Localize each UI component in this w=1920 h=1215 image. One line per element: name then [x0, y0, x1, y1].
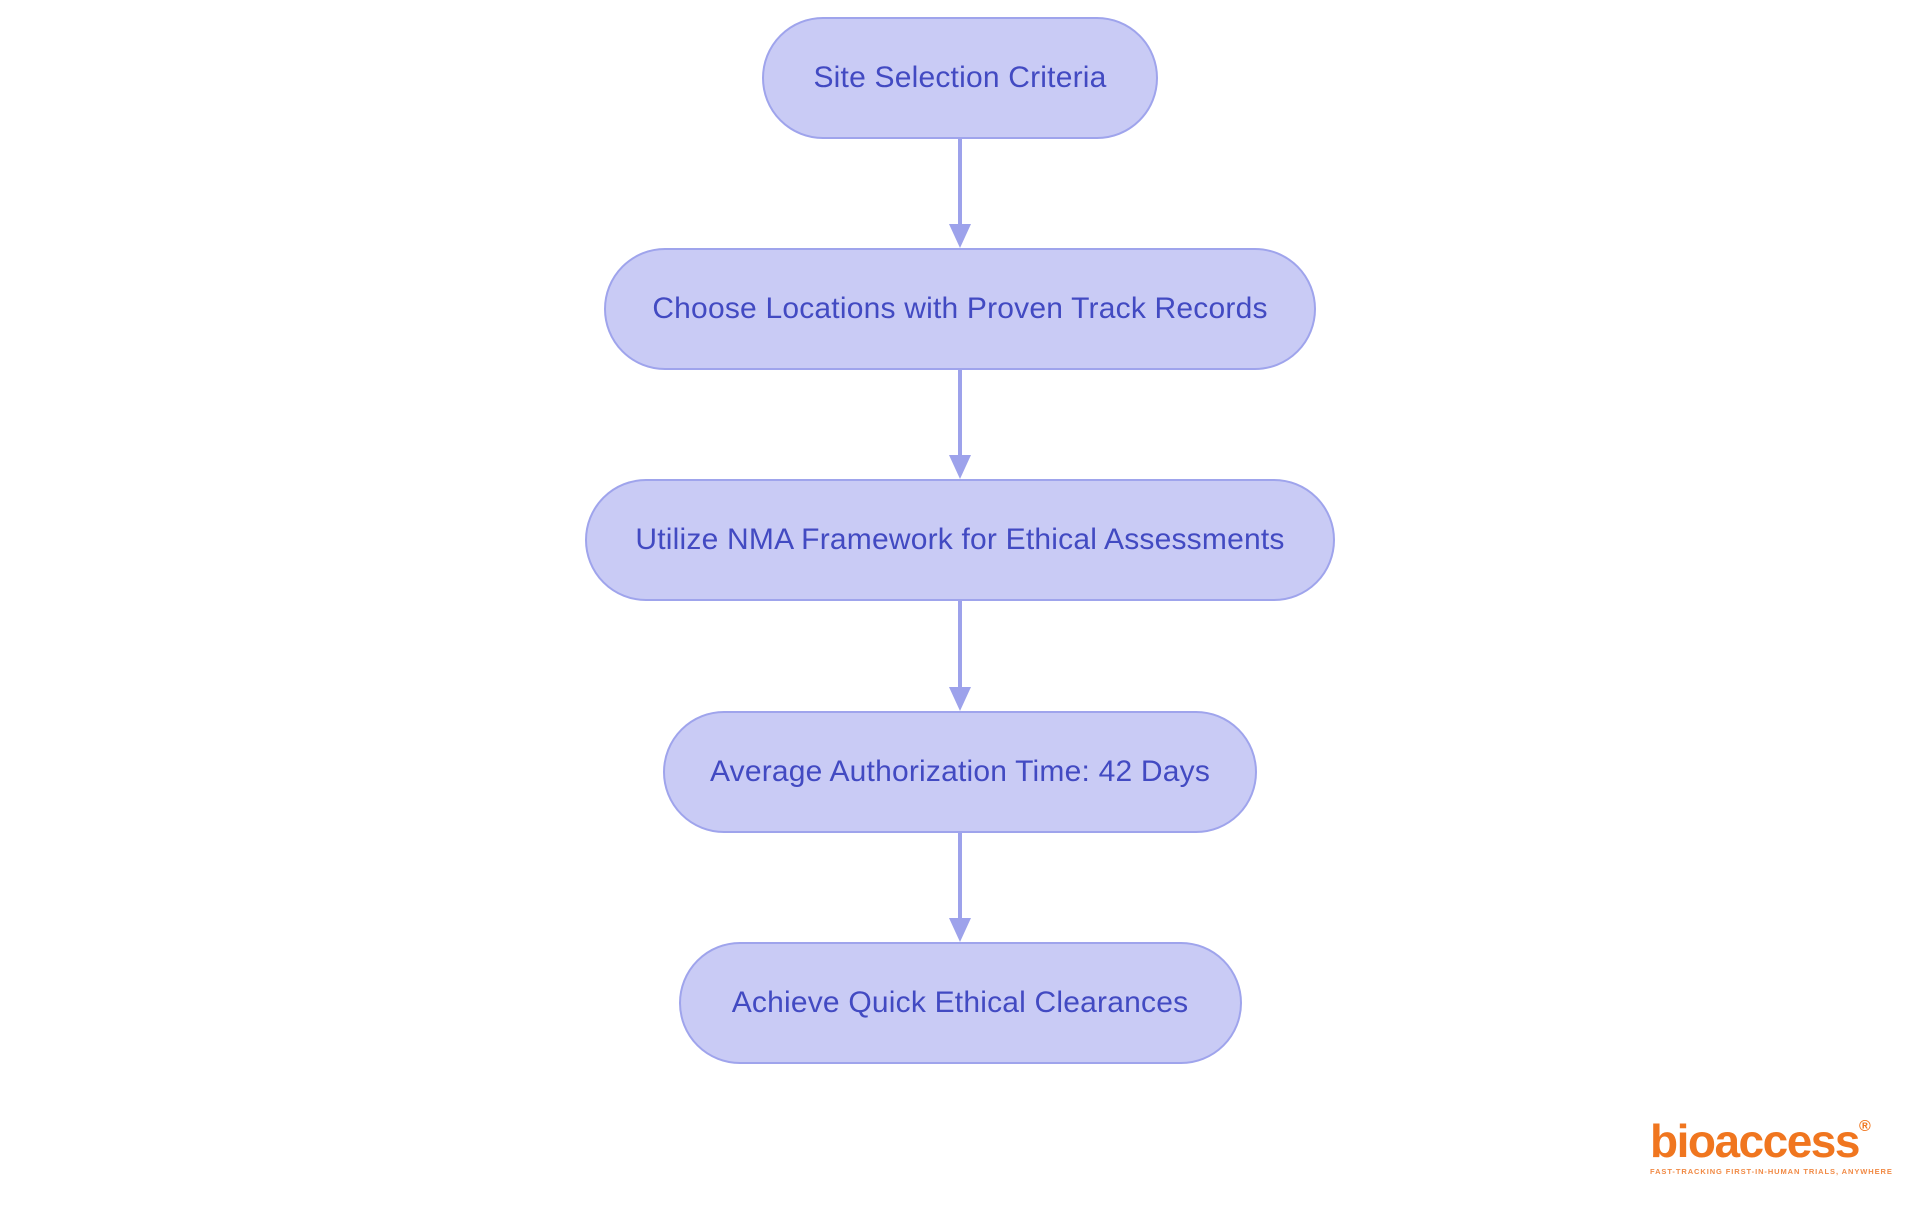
- arrow-head-icon: [949, 224, 971, 248]
- flow-node-4: Average Authorization Time: 42 Days: [663, 711, 1257, 833]
- arrow-line: [958, 139, 962, 228]
- registered-trademark-icon: ®: [1858, 1118, 1871, 1135]
- arrow-line: [958, 833, 962, 922]
- flow-node-label: Choose Locations with Proven Track Recor…: [652, 292, 1268, 325]
- flow-node-label: Site Selection Criteria: [813, 61, 1107, 94]
- arrow-head-icon: [949, 918, 971, 942]
- bioaccess-tagline: FAST-TRACKING FIRST-IN-HUMAN TRIALS, ANY…: [1650, 1167, 1893, 1176]
- arrow-head-icon: [949, 687, 971, 711]
- bioaccess-wordmark: bioaccess®: [1650, 1118, 1893, 1164]
- flow-node-5: Achieve Quick Ethical Clearances: [678, 942, 1242, 1064]
- flow-node-2: Choose Locations with Proven Track Recor…: [604, 248, 1316, 370]
- arrow-line: [958, 370, 962, 459]
- flow-node-label: Average Authorization Time: 42 Days: [709, 755, 1211, 788]
- flow-node-label: Utilize NMA Framework for Ethical Assess…: [635, 523, 1285, 556]
- bioaccess-logo: bioaccess® FAST-TRACKING FIRST-IN-HUMAN …: [1650, 1118, 1893, 1176]
- arrow-line: [958, 601, 962, 691]
- flow-node-label: Achieve Quick Ethical Clearances: [731, 986, 1189, 1019]
- arrow-head-icon: [949, 455, 971, 479]
- flow-node-3: Utilize NMA Framework for Ethical Assess…: [585, 479, 1335, 601]
- bioaccess-wordmark-text: bioaccess: [1650, 1115, 1860, 1167]
- flow-node-1: Site Selection Criteria: [762, 17, 1158, 139]
